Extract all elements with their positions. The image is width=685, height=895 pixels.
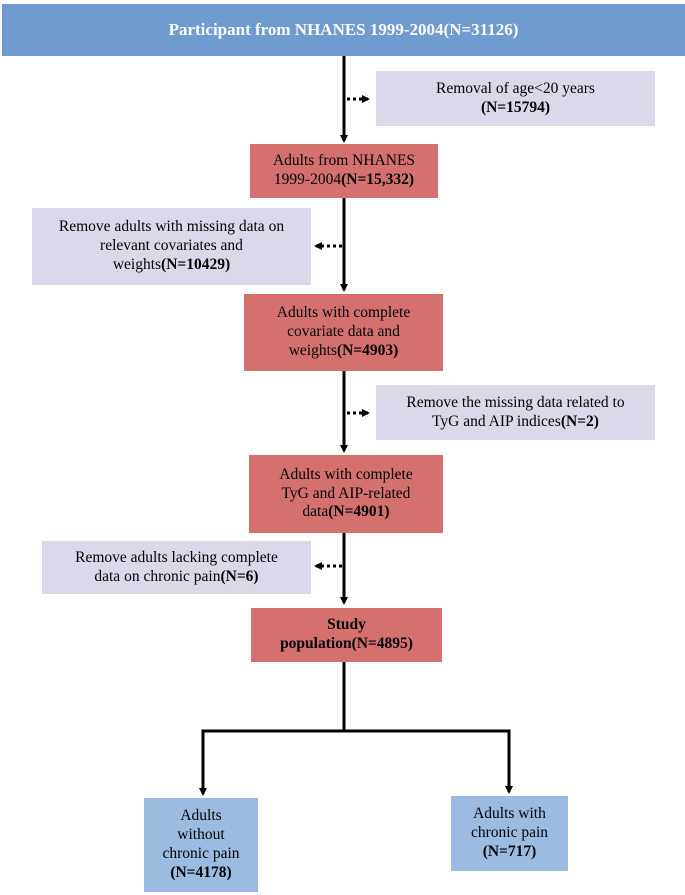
group-left-line2: without bbox=[177, 826, 225, 844]
stage-box-2: Adults with complete covariate data and … bbox=[244, 294, 443, 371]
stage-3-line1: Adults with complete bbox=[279, 465, 413, 483]
header-text: Participant from NHANES 1999-2004(N=3112… bbox=[168, 19, 519, 39]
stage-box-1: Adults from NHANES 1999-2004(N=15,332) bbox=[250, 144, 438, 198]
group-left-line3: chronic pain bbox=[162, 845, 240, 862]
group-right-count: (N=717) bbox=[482, 842, 537, 860]
stage-1-line1: Adults from NHANES bbox=[272, 152, 416, 170]
stage-1-count: (N=15,332) bbox=[341, 171, 415, 188]
exclusion-4-line1: Remove adults lacking complete bbox=[75, 548, 278, 566]
exclusion-box-2: Remove adults with missing data on relev… bbox=[32, 208, 311, 285]
study-count: (N=4895) bbox=[351, 635, 413, 652]
exclusion-3-line2: TyG and AIP indices bbox=[432, 412, 561, 430]
exclusion-1-count: (N=15794) bbox=[480, 98, 551, 116]
stage-3-line2: TyG and AIP-related bbox=[281, 484, 411, 502]
exclusion-3-line1: Remove the missing data related to bbox=[406, 393, 625, 411]
exclusion-box-3: Remove the missing data related to TyG a… bbox=[376, 385, 655, 440]
study-line2: population bbox=[280, 635, 352, 652]
study-population-box: Study population(N=4895) bbox=[251, 608, 442, 662]
group-left-count: (N=4178) bbox=[170, 863, 232, 881]
exclusion-2-count: (N=10429) bbox=[161, 255, 231, 273]
group-box-with-pain: Adults with chronic pain (N=717) bbox=[451, 796, 568, 871]
group-right-line2: chronic pain bbox=[470, 824, 549, 842]
group-box-without-pain: Adults without chronic pain (N=4178) bbox=[144, 798, 258, 892]
stage-2-line2: covariate data and bbox=[287, 323, 400, 341]
stage-1-line2: 1999-2004 bbox=[273, 171, 342, 188]
stage-box-3: Adults with complete TyG and AIP-related… bbox=[249, 455, 443, 533]
exclusion-2-line1: Remove adults with missing data on bbox=[58, 218, 285, 236]
exclusion-box-1: Removal of age<20 years (N=15794) bbox=[376, 71, 655, 126]
header-box: Participant from NHANES 1999-2004(N=3112… bbox=[2, 4, 685, 56]
exclusion-3-count: (N=2) bbox=[560, 412, 599, 430]
exclusion-box-4: Remove adults lacking complete data on c… bbox=[42, 541, 311, 594]
split-line bbox=[201, 729, 511, 789]
group-right-line1: Adults with bbox=[473, 805, 546, 823]
stage-2-count: (N=4903) bbox=[336, 341, 399, 359]
exclusion-1-line1: Removal of age<20 years bbox=[436, 79, 595, 97]
exclusion-2-line2: relevant covariates and bbox=[100, 237, 243, 255]
stage-3-line3: data bbox=[302, 503, 329, 521]
stage-2-line3: weights bbox=[288, 341, 337, 359]
exclusion-4-line2: data on chronic pain bbox=[94, 567, 221, 585]
stage-3-count: (N=4901) bbox=[328, 503, 390, 521]
exclusion-2-line3: weights bbox=[112, 255, 162, 273]
stage-2-line1: Adults with complete bbox=[276, 304, 411, 322]
exclusion-4-count: (N=6) bbox=[220, 567, 259, 585]
study-line1: Study bbox=[327, 616, 366, 634]
group-left-line1: Adults bbox=[180, 807, 222, 825]
